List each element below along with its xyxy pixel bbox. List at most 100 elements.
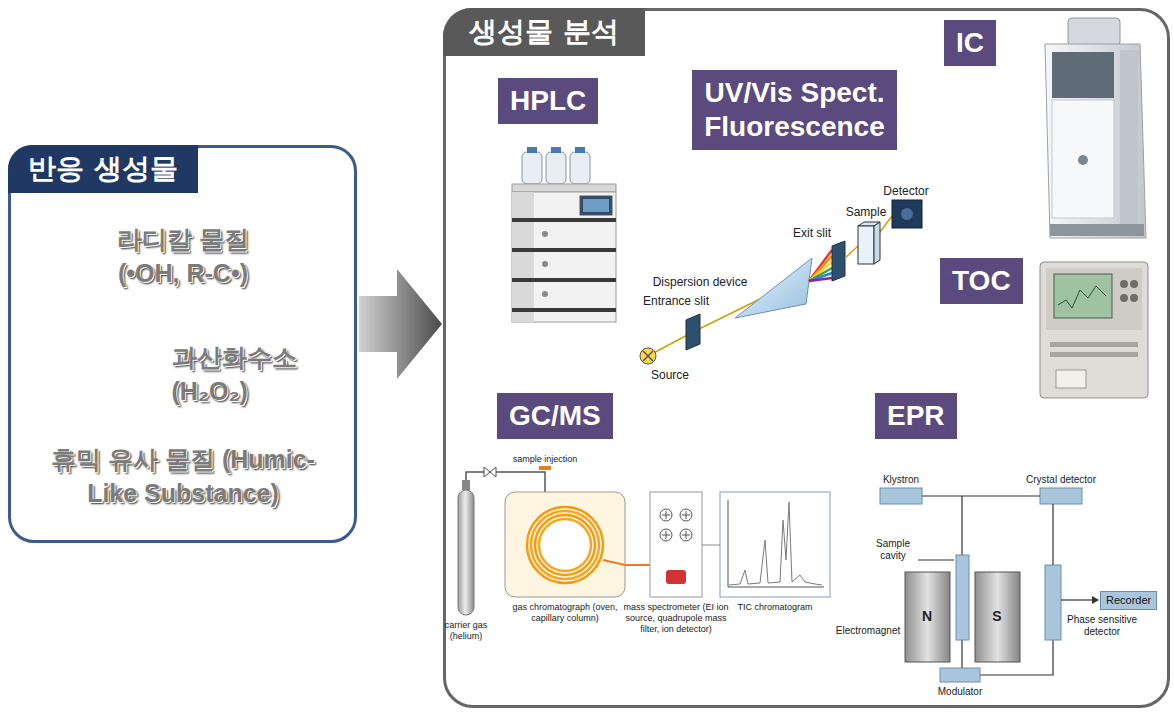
spectrometer-illustration — [809, 262, 832, 281]
toc-analyzer-illustration — [1120, 280, 1128, 288]
part-label: Phase sensitive detector — [1062, 614, 1142, 638]
toc-analyzer-illustration — [1050, 342, 1138, 347]
spectrometer-illustration — [809, 250, 832, 281]
toc-analyzer-illustration — [1130, 294, 1138, 302]
part-label: Klystron — [871, 474, 931, 486]
hplc-illustration — [527, 147, 537, 153]
gc-ms-illustration — [466, 472, 545, 492]
epr-schematic — [880, 488, 1099, 682]
gc-ms-illustration — [603, 560, 650, 565]
recorder-box: Recorder — [1100, 591, 1157, 610]
part-label: sample injection — [495, 454, 595, 465]
group-heading: 반응 생성물 — [8, 145, 198, 193]
spectrometer-illustration — [892, 200, 922, 228]
toc-analyzer-illustration — [1046, 268, 1142, 330]
ion-chromatograph-illustration — [1052, 52, 1114, 98]
part-label: Electromagnet — [830, 625, 906, 637]
epr-schematic — [975, 572, 1020, 662]
part-label: Exit slit — [782, 226, 842, 240]
hplc-illustration — [551, 147, 561, 153]
instrument-label: HPLC — [498, 78, 598, 124]
gc-ms-illustration — [720, 492, 830, 597]
spectrometer-illustration — [640, 200, 922, 364]
spectrometer-illustration — [858, 226, 874, 264]
spectrometer-illustration — [901, 208, 913, 220]
epr-schematic — [1040, 488, 1082, 504]
ion-chromatograph-illustration — [1052, 100, 1114, 218]
part-label: TIC chromatogram — [725, 602, 825, 613]
part-label: Source — [640, 368, 700, 382]
flow-arrow — [359, 269, 442, 379]
gc-ms-illustration — [539, 519, 591, 571]
toc-analyzer-illustration — [1120, 294, 1128, 302]
gc-ms-illustration — [484, 467, 496, 477]
hplc-illustration — [512, 278, 616, 282]
toc-analyzer-illustration — [1058, 286, 1106, 308]
gc-ms-illustration — [458, 490, 474, 615]
component-name: Recorder — [1106, 594, 1151, 607]
epr-schematic — [1061, 599, 1092, 600]
product-item: 휴믹 유사 물질 (Humic-Like Substance) — [50, 442, 316, 510]
hplc-illustration — [522, 152, 542, 184]
spectrometer-illustration — [809, 273, 832, 281]
hplc-illustration — [512, 147, 616, 322]
reaction-products-panel: 반응 생성물라디칼 물질 (•OH, R-C•) 과산화수소 (H₂O₂) 휴믹 유… — [8, 145, 357, 543]
spectrometer-illustration — [809, 278, 832, 281]
instrument-label: IC — [944, 20, 996, 66]
part-label: carrier gas (helium) — [443, 620, 489, 642]
spectrometer-illustration — [686, 314, 700, 350]
hplc-illustration — [575, 147, 585, 153]
gc-ms-illustration — [702, 545, 720, 546]
instrument-label: UV/Vis Spect. Fluorescence — [692, 70, 897, 150]
epr-schematic — [956, 555, 969, 640]
spectrometer-illustration — [809, 268, 832, 281]
instrument-name: UV/Vis Spect. Fluorescence — [704, 76, 885, 144]
group-heading: 생성물 분석 — [443, 8, 645, 56]
gc-ms-illustration — [662, 511, 690, 539]
spectrometer-illustration — [809, 256, 832, 281]
hplc-illustration — [542, 291, 548, 297]
part-label: S — [987, 608, 1007, 625]
instrument-name: GC/MS — [509, 399, 601, 433]
part-label: N — [917, 608, 937, 625]
instrument-label: GC/MS — [497, 393, 613, 439]
ion-chromatograph-illustration — [1078, 155, 1088, 165]
hplc-illustration — [580, 196, 612, 215]
product-item: 라디칼 물질 (•OH, R-C•) — [117, 222, 250, 290]
gc-ms-illustration — [531, 511, 599, 579]
hplc-illustration — [512, 308, 616, 312]
ion-chromatograph-illustration — [1120, 50, 1138, 232]
hplc-illustration — [512, 192, 534, 322]
instrument-name: EPR — [887, 399, 945, 433]
instrument-label: EPR — [875, 393, 957, 439]
epr-schematic — [905, 572, 950, 662]
gc-ms-illustration — [527, 507, 603, 583]
part-label: Dispersion device — [640, 275, 760, 289]
part-label: Sample — [836, 205, 896, 219]
product-item: 과산화수소 (H₂O₂) — [172, 340, 195, 408]
instrument-name: TOC — [952, 264, 1011, 298]
instrument-name: IC — [956, 26, 984, 60]
gc-ms-illustration — [650, 492, 702, 597]
toc-analyzer-illustration — [1056, 370, 1086, 388]
ion-chromatograph-illustration — [1045, 44, 1146, 238]
gc-ms-illustration — [666, 570, 686, 584]
spectrometer-illustration — [643, 351, 653, 361]
part-label: mass spectrometer (EI ion source, quadru… — [622, 602, 730, 634]
ion-chromatograph-illustration — [1068, 18, 1120, 46]
part-label: Entrance slit — [631, 294, 721, 308]
part-label: Crystal detector — [1016, 474, 1106, 486]
epr-schematic — [918, 560, 954, 561]
toc-analyzer-illustration — [1040, 262, 1148, 398]
part-label: Modulator — [925, 686, 995, 698]
gc-ms-illustration — [462, 480, 470, 490]
toc-analyzer-illustration — [1040, 262, 1148, 398]
hplc-illustration — [583, 199, 609, 212]
epr-schematic — [880, 488, 922, 504]
toc-analyzer-illustration — [1050, 352, 1138, 357]
gc-ms-illustration — [729, 502, 822, 585]
hplc-illustration — [512, 192, 616, 322]
spectrometer-illustration — [874, 222, 880, 264]
toc-analyzer-illustration — [1054, 274, 1112, 318]
